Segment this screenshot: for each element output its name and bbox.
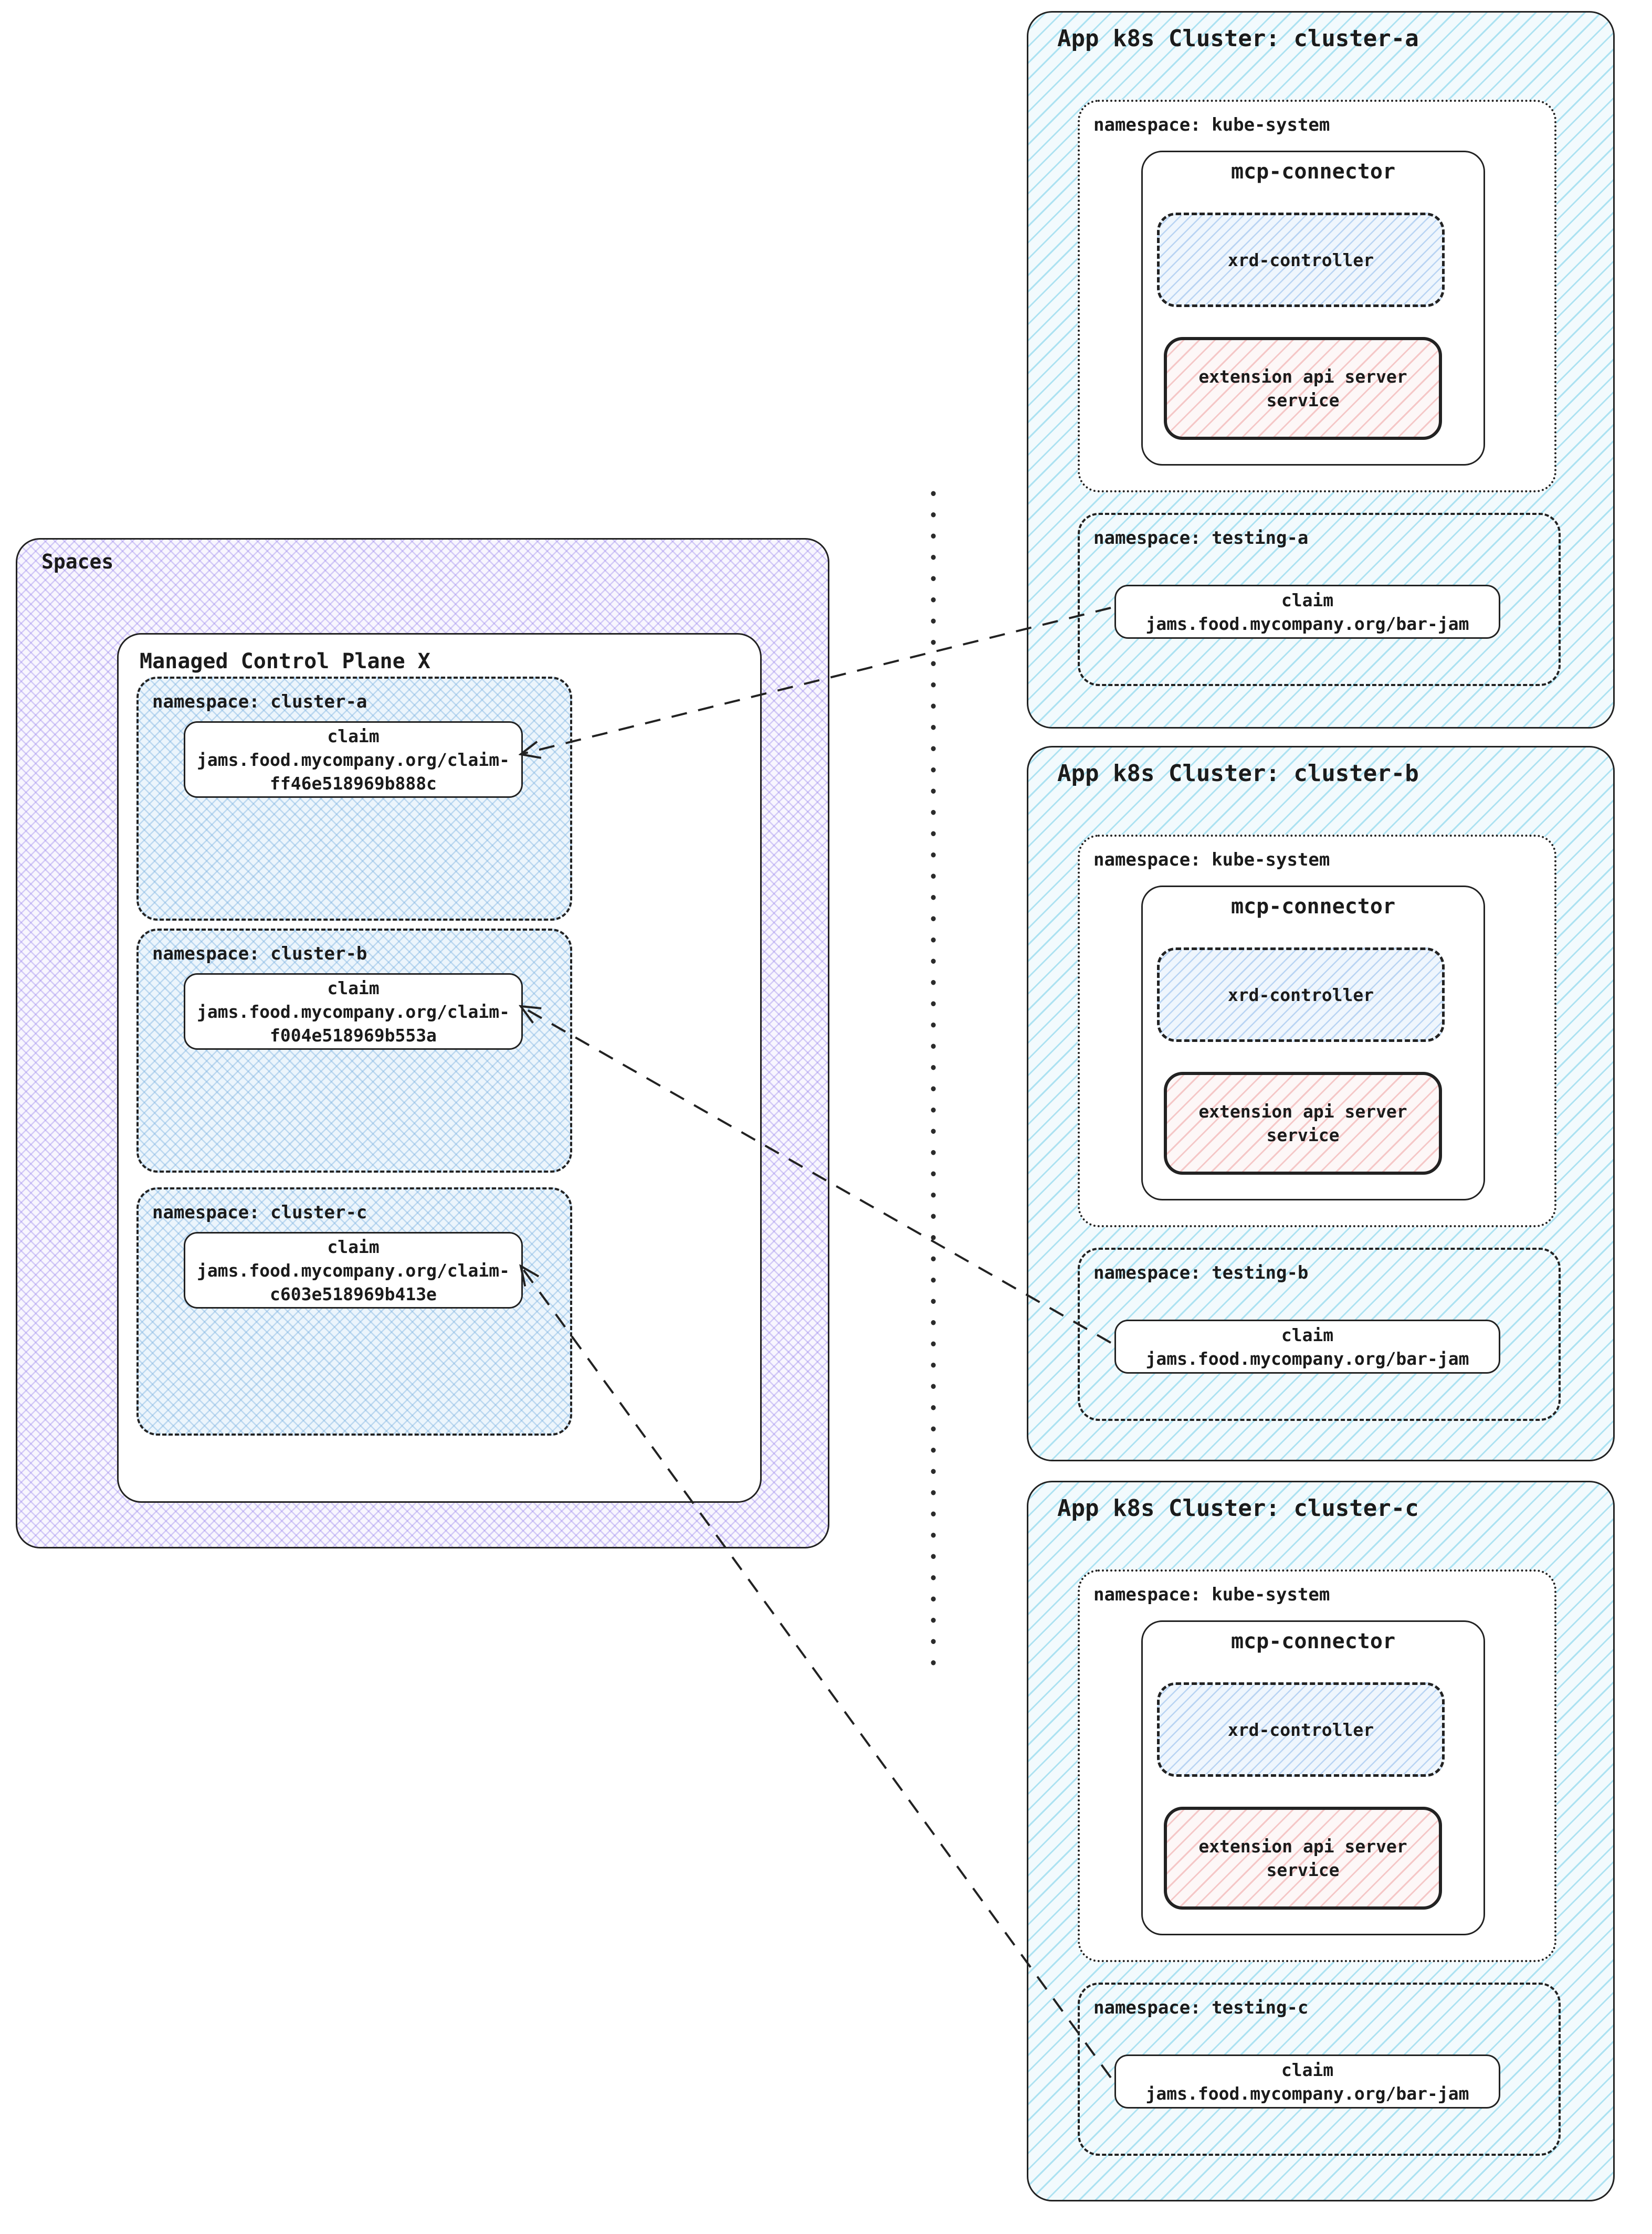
claim-name: jams.food.mycompany.org/bar-jam — [1145, 1348, 1469, 1369]
namespace-testing-c-box: namespace: testing-c claim jams.food.myc… — [1078, 1983, 1561, 2156]
namespace-cluster-b-label: namespace: cluster-b — [152, 943, 367, 964]
namespace-cluster-b-box: namespace: cluster-b claim jams.food.myc… — [136, 929, 572, 1173]
namespace-cluster-c-box: namespace: cluster-c claim jams.food.myc… — [136, 1187, 572, 1436]
spaces-box: Spaces Managed Control Plane X namespace… — [16, 538, 829, 1548]
xrd-controller-label: xrd-controller — [1227, 984, 1374, 1005]
claim-name: jams.food.mycompany.org/bar-jam — [1145, 2083, 1469, 2104]
claim-kind: claim — [327, 725, 380, 746]
claim-box-testing-b: claim jams.food.mycompany.org/bar-jam — [1114, 1320, 1500, 1374]
namespace-testing-b-box: namespace: testing-b claim jams.food.myc… — [1078, 1248, 1561, 1421]
claim-name: jams.food.mycompany.org/bar-jam — [1145, 613, 1469, 634]
claim-name-line2: f004e518969b553a — [270, 1025, 437, 1046]
extension-api-label-line2: service — [1266, 390, 1340, 410]
namespace-cluster-a-label: namespace: cluster-a — [152, 691, 367, 712]
xrd-controller-label: xrd-controller — [1227, 249, 1374, 270]
extension-api-label-line2: service — [1266, 1860, 1340, 1880]
xrd-controller-box-a: xrd-controller — [1157, 213, 1445, 307]
claim-box-cluster-a: claim jams.food.mycompany.org/claim- ff4… — [184, 721, 523, 798]
namespace-testing-b-label: namespace: testing-b — [1093, 1262, 1309, 1283]
mcp-connector-title-b: mcp-connector — [1230, 894, 1396, 919]
claim-box-testing-c: claim jams.food.mycompany.org/bar-jam — [1114, 2054, 1500, 2109]
namespace-testing-a-box: namespace: testing-a claim jams.food.myc… — [1078, 513, 1561, 686]
mcp-connector-title-a: mcp-connector — [1230, 160, 1396, 184]
namespace-cluster-a-box: namespace: cluster-a claim jams.food.myc… — [136, 677, 572, 921]
claim-kind: claim — [327, 1236, 380, 1257]
extension-api-label-line1: extension api server — [1198, 366, 1407, 387]
claim-box-cluster-b: claim jams.food.mycompany.org/claim- f00… — [184, 973, 523, 1050]
xrd-controller-label: xrd-controller — [1227, 1719, 1374, 1740]
claim-kind: claim — [327, 977, 380, 998]
namespace-testing-c-label: namespace: testing-c — [1093, 1997, 1309, 2018]
mcp-connector-title-c: mcp-connector — [1230, 1629, 1396, 1653]
cluster-a-title: App k8s Cluster: cluster-a — [1057, 25, 1419, 52]
extension-api-label-line1: extension api server — [1198, 1101, 1407, 1122]
kube-system-label-b: namespace: kube-system — [1093, 849, 1330, 870]
mcp-connector-box-c: mcp-connector xrd-controller extension a… — [1141, 1620, 1485, 1935]
mcp-connector-box-a: mcp-connector xrd-controller extension a… — [1141, 151, 1485, 466]
kube-system-box-b: namespace: kube-system mcp-connector xrd… — [1078, 835, 1556, 1227]
kube-system-box-a: namespace: kube-system mcp-connector xrd… — [1078, 100, 1556, 492]
namespace-cluster-c-label: namespace: cluster-c — [152, 1202, 367, 1223]
claim-name-line2: c603e518969b413e — [270, 1283, 437, 1304]
extension-api-server-box-c: extension api server service — [1164, 1807, 1442, 1910]
spaces-title: Spaces — [41, 550, 114, 573]
extension-api-label-line1: extension api server — [1198, 1836, 1407, 1857]
cluster-c-title: App k8s Cluster: cluster-c — [1057, 1495, 1419, 1522]
kube-system-label-c: namespace: kube-system — [1093, 1584, 1330, 1605]
mcp-connector-box-b: mcp-connector xrd-controller extension a… — [1141, 886, 1485, 1200]
claim-kind: claim — [1281, 589, 1334, 610]
cluster-a-box: App k8s Cluster: cluster-a namespace: ku… — [1027, 11, 1615, 729]
xrd-controller-box-b: xrd-controller — [1157, 947, 1445, 1042]
namespace-testing-a-label: namespace: testing-a — [1093, 528, 1309, 549]
extension-api-server-box-b: extension api server service — [1164, 1072, 1442, 1175]
managed-control-plane-box: Managed Control Plane X namespace: clust… — [117, 633, 762, 1503]
kube-system-box-c: namespace: kube-system mcp-connector xrd… — [1078, 1569, 1556, 1962]
claim-name-line1: jams.food.mycompany.org/claim- — [196, 1260, 510, 1281]
claim-name-line2: ff46e518969b888c — [270, 773, 437, 794]
cluster-b-title: App k8s Cluster: cluster-b — [1057, 760, 1419, 787]
extension-api-server-box-a: extension api server service — [1164, 337, 1442, 440]
claim-name-line1: jams.food.mycompany.org/claim- — [196, 749, 510, 770]
extension-api-label-line2: service — [1266, 1125, 1340, 1145]
claim-kind: claim — [1281, 2059, 1334, 2080]
cluster-c-box: App k8s Cluster: cluster-c namespace: ku… — [1027, 1481, 1615, 2201]
managed-control-plane-title: Managed Control Plane X — [140, 649, 430, 673]
cluster-b-box: App k8s Cluster: cluster-b namespace: ku… — [1027, 746, 1615, 1461]
claim-name-line1: jams.food.mycompany.org/claim- — [196, 1001, 510, 1022]
claim-box-testing-a: claim jams.food.mycompany.org/bar-jam — [1114, 585, 1500, 639]
claim-box-cluster-c: claim jams.food.mycompany.org/claim- c60… — [184, 1232, 523, 1309]
xrd-controller-box-c: xrd-controller — [1157, 1682, 1445, 1777]
claim-kind: claim — [1281, 1324, 1334, 1345]
kube-system-label-a: namespace: kube-system — [1093, 114, 1330, 135]
